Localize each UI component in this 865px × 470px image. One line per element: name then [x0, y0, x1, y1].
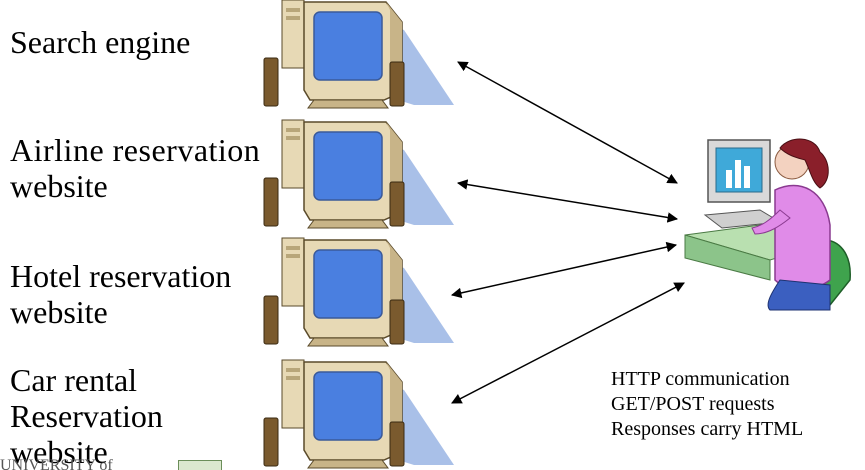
server-label-hotel-reservation: Hotel reservation website — [10, 258, 231, 330]
user-at-computer-icon — [684, 138, 851, 311]
arrow-hotel — [450, 241, 678, 299]
server-label-line: website — [10, 294, 108, 330]
server-label-line: Reservation — [10, 398, 163, 434]
server-label-line: website — [10, 168, 108, 204]
http-notes: HTTP communication GET/POST requests Res… — [611, 367, 803, 442]
server-label-airline-reservation: Airline reservation website — [10, 132, 260, 204]
computer-monitor-icon — [263, 119, 455, 229]
server-label-car-rental: Car rental Reservation website — [10, 362, 163, 470]
computer-monitor-icon — [263, 237, 455, 347]
arrow-airline — [456, 179, 679, 223]
university-logo-icon — [178, 460, 222, 470]
server-label-line: Airline reservation — [10, 132, 261, 168]
note-line: HTTP communication — [611, 368, 790, 390]
server-label-line: Car rental — [10, 362, 138, 398]
note-line: GET/POST requests — [611, 393, 775, 415]
note-line: Responses carry HTML — [611, 418, 804, 440]
footer-text: UNIVERSITY of — [0, 457, 113, 470]
server-label-line: website — [10, 434, 108, 470]
arrow-search — [457, 61, 678, 184]
server-label-line: Hotel reservation — [10, 258, 232, 294]
computer-monitor-icon — [263, 0, 455, 109]
server-label-line: Search engine — [10, 24, 191, 60]
computer-monitor-icon — [263, 359, 455, 469]
server-label-search-engine: Search engine — [10, 24, 190, 60]
arrow-car — [451, 282, 685, 404]
